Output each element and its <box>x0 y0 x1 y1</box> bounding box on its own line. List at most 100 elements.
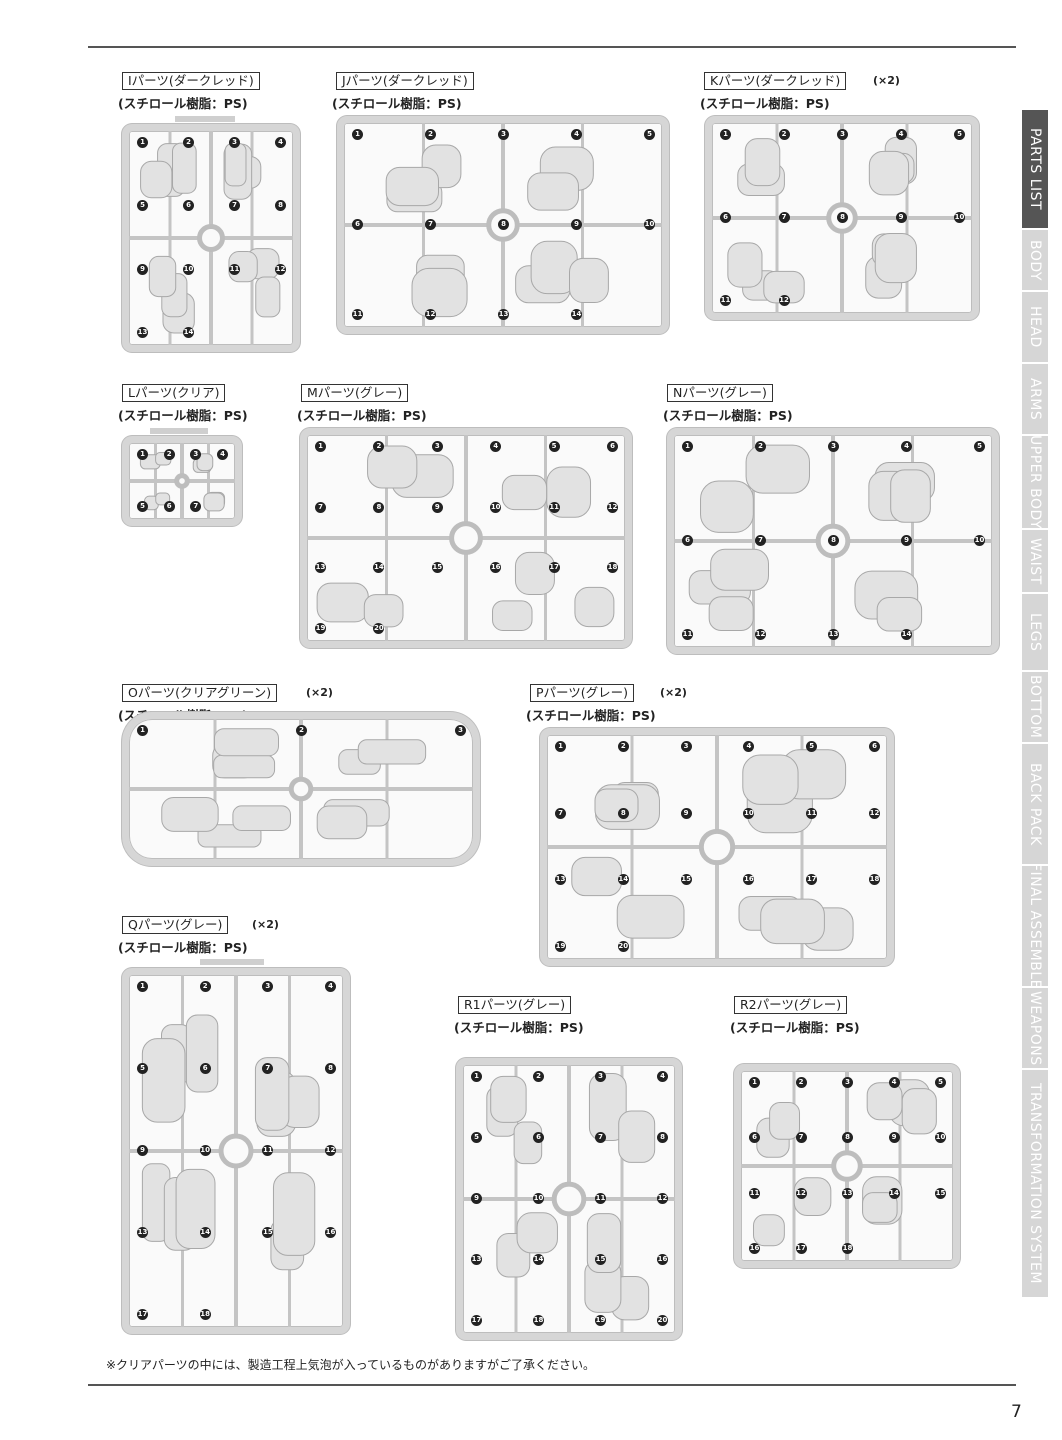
sprue-part <box>196 453 214 472</box>
sprue-part <box>357 739 427 765</box>
sprue-part <box>866 1082 903 1121</box>
part-number-marker: 14 <box>183 327 194 338</box>
part-number-marker: 13 <box>555 874 566 886</box>
sprue-gate <box>449 521 483 555</box>
part-number-marker: 16 <box>743 874 755 886</box>
part-number-marker: 13 <box>471 1254 482 1265</box>
sprue-drawing <box>307 435 625 641</box>
nav-tab-waist[interactable]: WAIST <box>1022 530 1048 594</box>
part-number-marker: 2 <box>199 981 211 992</box>
part-number-marker: 6 <box>682 535 693 546</box>
sprue-part <box>769 1101 801 1140</box>
part-number-marker: 16 <box>490 562 502 574</box>
sprue-gate <box>218 1133 254 1169</box>
part-number-marker: 4 <box>571 129 582 140</box>
sprue-part <box>618 1110 656 1163</box>
nav-tab-transformation-system[interactable]: TRANSFORMATION SYSTEM <box>1022 1070 1048 1299</box>
part-number-marker: 4 <box>217 449 228 460</box>
nav-tab-label: WEAPONS <box>1027 990 1043 1066</box>
part-number-marker: 14 <box>533 1254 544 1265</box>
part-number-marker: 10 <box>935 1132 946 1144</box>
sprue-part <box>367 445 418 489</box>
nav-tab-back-pack[interactable]: BACK PACK <box>1022 744 1048 866</box>
nav-tab-label: FINAL ASSEMBLE <box>1027 866 1043 988</box>
part-number-marker: 9 <box>571 219 582 230</box>
part-number-marker: 1 <box>315 441 326 452</box>
sprue-part <box>140 160 173 199</box>
nav-tab-label: WAIST <box>1027 537 1043 585</box>
part-number-marker: 12 <box>869 807 880 819</box>
part-title: Kパーツ(ダークレッド) <box>704 72 847 90</box>
part-number-marker: 6 <box>183 200 194 212</box>
part-number-marker: 5 <box>471 1132 482 1143</box>
part-number-marker: 3 <box>190 449 202 460</box>
part-number-marker: 10 <box>974 535 985 546</box>
top-rule <box>88 46 1016 48</box>
part-number-marker: 8 <box>617 807 629 819</box>
sprue-part <box>710 548 769 591</box>
part-number-marker: 11 <box>352 309 363 320</box>
part-number-marker: 10 <box>199 1145 211 1156</box>
sprue-gate <box>698 828 736 866</box>
part-number-marker: 14 <box>199 1227 211 1238</box>
part-number-marker: 1 <box>471 1071 482 1082</box>
sprue-part <box>745 444 810 494</box>
nav-tab-label: ARMS <box>1027 377 1043 421</box>
part-number-marker: 9 <box>137 1145 148 1156</box>
part-number-marker: 6 <box>749 1132 760 1144</box>
part-number-marker: 15 <box>431 562 443 574</box>
part-number-marker: 11 <box>806 807 818 819</box>
part-number-marker: 6 <box>533 1132 544 1143</box>
part-number-marker: 9 <box>901 535 912 546</box>
part-material: (スチロール樹脂：PS) <box>454 1020 584 1035</box>
part-number-marker: 18 <box>533 1315 544 1326</box>
part-multiplier: (×2) <box>306 686 333 699</box>
sprue-part <box>727 242 763 288</box>
nav-tab-upper-body[interactable]: UPPER BODY <box>1022 436 1048 530</box>
nav-tab-parts-list[interactable]: PARTS LIST <box>1022 110 1048 230</box>
part-number-marker: 10 <box>490 501 502 513</box>
part-number-marker: 8 <box>837 212 848 223</box>
sprue-part <box>492 600 533 631</box>
nav-tab-arms[interactable]: ARMS <box>1022 364 1048 436</box>
part-number-marker: 3 <box>595 1071 606 1082</box>
part-title: Iパーツ(ダークレッド) <box>122 72 260 90</box>
sprue-part <box>752 1214 785 1247</box>
part-number-marker: 2 <box>163 449 175 460</box>
part-title: Pパーツ(グレー) <box>530 684 635 702</box>
nav-tab-body[interactable]: BODY <box>1022 230 1048 292</box>
part-title: Qパーツ(グレー) <box>122 916 229 934</box>
part-number-marker: 13 <box>137 1227 148 1238</box>
part-material: (スチロール樹脂：PS) <box>730 1020 860 1035</box>
sprue-part <box>876 597 923 632</box>
sprue-part <box>213 728 279 757</box>
part-material: (スチロール樹脂：PS) <box>663 408 793 423</box>
part-title: Jパーツ(ダークレッド) <box>336 72 474 90</box>
part-number-marker: 15 <box>595 1254 606 1265</box>
nav-tab-head[interactable]: HEAD <box>1022 292 1048 364</box>
part-number-marker: 1 <box>137 725 148 736</box>
sprue-part <box>232 805 291 831</box>
part-number-marker: 13 <box>842 1187 853 1199</box>
part-number-marker: 8 <box>373 501 385 513</box>
sprue-drawing <box>741 1071 953 1261</box>
sprue-part <box>272 1172 316 1256</box>
sprue-part <box>514 551 555 595</box>
part-number-marker: 7 <box>778 212 790 223</box>
part-number-marker: 1 <box>555 741 566 752</box>
part-material: (スチロール樹脂：PS) <box>332 96 462 111</box>
nav-tab-weapons[interactable]: WEAPONS <box>1022 988 1048 1070</box>
nav-tab-final-assemble[interactable]: FINAL ASSEMBLE <box>1022 866 1048 988</box>
part-number-marker: 3 <box>680 741 692 752</box>
nav-tab-legs[interactable]: LEGS <box>1022 594 1048 672</box>
part-number-marker: 17 <box>806 874 818 886</box>
sprue-drawing <box>463 1065 675 1333</box>
nav-tab-bottom[interactable]: BOTTOM <box>1022 672 1048 744</box>
nav-tab-label: BODY <box>1027 239 1043 281</box>
part-number-marker: 14 <box>888 1187 900 1199</box>
part-number-marker: 20 <box>617 941 629 952</box>
